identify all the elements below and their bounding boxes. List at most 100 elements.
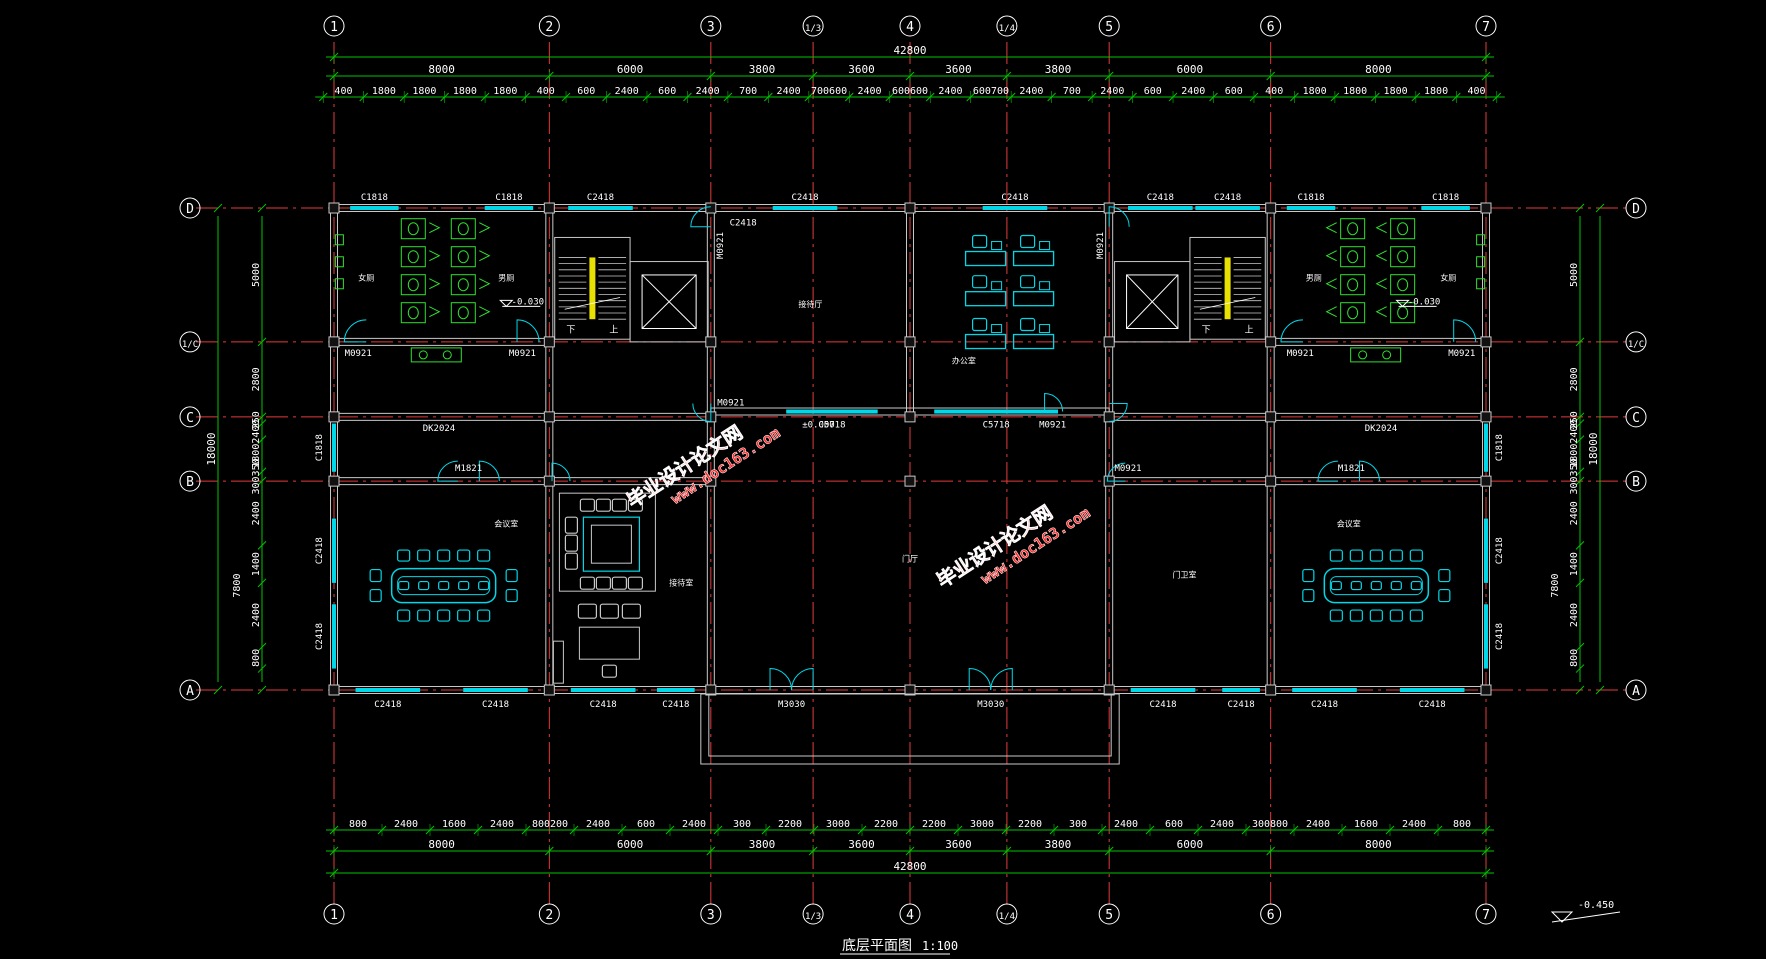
window [332,604,336,669]
window [656,688,695,692]
chair [1370,580,1382,591]
level-label: -0.030 [512,297,545,307]
chair [478,580,490,591]
dim-text: 600 [658,86,676,97]
dim-text: 1800 [1424,86,1448,97]
dim-text: 1800 [251,444,262,468]
stair-handrail [1224,257,1231,320]
column [1480,336,1492,348]
dim-text: 2400 [394,819,418,830]
wc-stall [1340,218,1366,240]
window-label-bottom: C2418 [1149,700,1176,710]
monitor [991,324,1003,334]
dim-text: 2200 [1018,819,1042,830]
toilet [1347,222,1359,236]
column [705,336,717,348]
dim-text: 2400 [777,86,801,97]
dim-tick [1575,685,1585,695]
walls [328,202,1492,765]
dim-text: 300 [733,819,751,830]
furniture [334,218,1486,684]
chair [457,549,471,562]
chair [599,603,620,619]
window [1286,206,1336,210]
elevator-cross [641,274,697,329]
window-label: C5718 [983,421,1010,431]
dim-text: 600 [637,819,655,830]
column [1265,202,1277,214]
col-axis-label: 4 [906,20,914,35]
row-axis-bubble [179,470,201,492]
row-axis-label: B [186,475,194,490]
toilet [457,222,469,236]
room-label-office: 办公室 [952,355,976,365]
toilet [1397,278,1409,292]
window-label-top: C1818 [495,193,522,203]
chair [1019,234,1036,249]
dim-text: 8000 [1365,63,1392,76]
chair [971,317,988,332]
col-axis-label: 4 [906,908,914,923]
dim-text: 3000 [970,819,994,830]
col-axis-label: 2 [545,908,553,923]
window [463,688,528,692]
row-axis-label: B [1632,475,1640,490]
row-axis-bubble [1625,331,1647,353]
dim-text: 2400 [857,86,881,97]
dim-text: 700 [1063,86,1081,97]
stall-door [479,222,491,234]
window [350,206,399,210]
dim-text: 42800 [893,860,926,873]
dim-tick [257,664,267,673]
column [543,411,555,423]
door-label: M0921 [1114,464,1141,474]
dim-tick [1575,337,1585,347]
door-swing [551,462,571,482]
dim-text: 250 [251,411,262,429]
dim-text: 2400 [696,86,720,97]
stall-door [1375,278,1387,290]
row-axis-label: D [186,202,194,217]
chair [1302,568,1315,583]
column [1103,336,1115,348]
col-axis-bubble [996,903,1018,925]
window [332,518,336,583]
entrance-door [791,667,814,691]
door-label: M3030 [778,700,805,710]
window-label-bottom: C2418 [662,700,689,710]
office-desk [1012,250,1055,267]
wc-stall [1390,218,1416,240]
dim-text: 3600 [848,838,875,851]
stair-cut-line [564,297,621,310]
wc-stall [450,302,476,324]
dim-tick [1575,412,1585,422]
window-label-top: C1818 [361,193,388,203]
stall-door [1375,306,1387,318]
dim-text: 3800 [1045,63,1072,76]
dim-text: 1800 [1343,86,1367,97]
dim-text: 800 [251,649,262,667]
dim-tick [1575,467,1585,477]
col-axis-label: 1 [330,20,338,35]
level-mark [499,299,514,308]
level-label: -0.030 [1408,297,1441,307]
window-label-top: C2418 [1214,193,1241,203]
room-label-guest: 接待室 [669,578,693,588]
chair [369,568,382,583]
toilet [1347,278,1359,292]
chair [1369,609,1383,622]
window [332,423,336,472]
stall-door [479,278,491,290]
door-label: M1821 [455,464,482,474]
dim-text: 3600 [945,838,972,851]
meeting-table [390,567,497,604]
dim-text: 2400 [1569,603,1580,627]
chair [579,576,596,590]
col-axis-bubble [1260,15,1282,37]
chair [564,552,579,570]
urinal [1476,278,1486,290]
chair [1390,580,1402,591]
row-axis-bubble [179,197,201,219]
urinal [334,234,344,246]
wc-stall [450,246,476,268]
